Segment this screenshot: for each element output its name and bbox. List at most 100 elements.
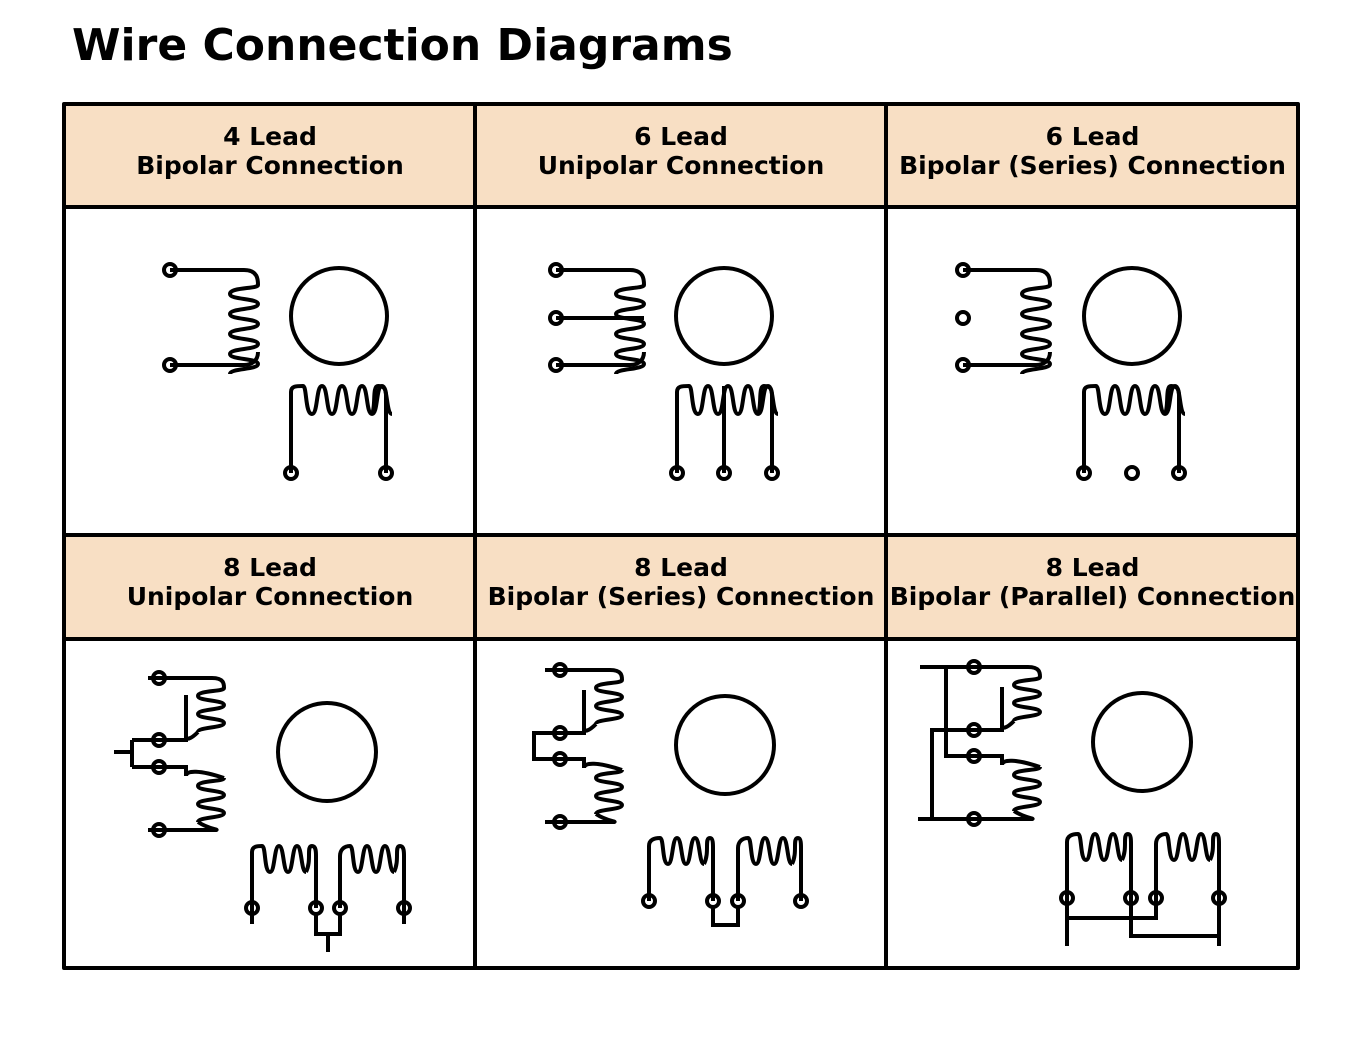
terminal-dot: [1076, 465, 1092, 481]
vertical-coil: [1011, 765, 1043, 813]
horizontal-coil: [1094, 383, 1187, 417]
horizontal-coil: [746, 835, 794, 867]
winding-wire: [560, 690, 598, 735]
terminal-dot: [1171, 465, 1187, 481]
panel-connection-type: Bipolar (Parallel) Connection: [889, 582, 1296, 611]
terminal-dot: [162, 262, 178, 278]
rotor-circle: [674, 694, 776, 796]
winding-wire: [184, 769, 225, 780]
terminal-dot: [396, 900, 412, 916]
vertical-coil: [1019, 283, 1053, 376]
rotor-circle: [289, 266, 389, 366]
terminal-dot: [955, 262, 971, 278]
diagram-8-lead-bipolar-series: [532, 662, 809, 927]
terminal-dot: [716, 465, 732, 481]
rotor-circle: [1091, 691, 1193, 793]
terminal-dot: [1059, 890, 1075, 906]
vertical-coil: [227, 283, 261, 376]
panel-header-4-lead-bipolar: 4 Lead Bipolar Connection: [66, 106, 474, 206]
series-link-wire: [711, 907, 740, 927]
panel-header-8-lead-bipolar-series: 8 Lead Bipolar (Series) Connection: [477, 537, 885, 638]
vertical-coil: [593, 678, 625, 726]
winding-wire: [545, 668, 624, 681]
vertical-coil: [593, 768, 625, 816]
terminal-dot: [641, 893, 657, 909]
winding-wire: [545, 812, 617, 824]
winding-wire: [1208, 831, 1221, 898]
winding-wire: [675, 384, 690, 473]
terminal-dot: [730, 893, 746, 909]
terminal-dot: [1211, 890, 1227, 906]
horizontal-coil: [301, 383, 394, 417]
common-wire: [314, 914, 342, 952]
horizontal-coil: [687, 383, 780, 417]
winding-wire: [159, 732, 188, 742]
terminal-dot: [955, 310, 971, 326]
terminal-dot: [332, 900, 348, 916]
terminal-dot: [955, 357, 971, 373]
terminal-dot: [151, 822, 167, 838]
diagram-6-lead-unipolar: [548, 262, 780, 481]
diagram-4-lead-bipolar: [162, 262, 394, 481]
winding-wire: [1120, 831, 1133, 898]
horizontal-coil: [658, 835, 706, 867]
winding-wire: [963, 268, 1052, 286]
panel-header-6-lead-unipolar: 6 Lead Unipolar Connection: [477, 106, 885, 206]
terminal-dot: [552, 725, 568, 741]
terminal-dot: [705, 893, 721, 909]
panel-lead-count: 6 Lead: [634, 122, 728, 151]
winding-wire: [702, 835, 715, 901]
winding-wire: [790, 835, 803, 901]
terminal-dot: [966, 748, 982, 764]
panel-header-8-lead-bipolar-parallel: 8 Lead Bipolar (Parallel) Connection: [888, 537, 1297, 638]
terminal-dot: [244, 900, 260, 916]
winding-wire: [560, 757, 623, 772]
terminal-dot: [151, 759, 167, 775]
panel-lead-count: 8 Lead: [223, 553, 317, 582]
winding-wire: [250, 844, 263, 924]
winding-wire: [963, 351, 1052, 367]
winding-wire: [1154, 832, 1167, 898]
terminal-dot: [1148, 890, 1164, 906]
panel-header-6-lead-bipolar-series: 6 Lead Bipolar (Series) Connection: [888, 106, 1297, 206]
panel-connection-type: Bipolar (Series) Connection: [899, 151, 1286, 180]
panel-connection-type: Unipolar Connection: [126, 582, 414, 611]
common-wire: [114, 738, 159, 769]
winding-wire: [170, 268, 260, 286]
winding-wire: [974, 665, 1042, 678]
winding-wire: [289, 384, 304, 473]
terminal-dot: [669, 465, 685, 481]
horizontal-coil: [260, 843, 308, 875]
panel-lead-count: 8 Lead: [634, 553, 728, 582]
parallel-bus-wire: [918, 665, 974, 821]
vertical-coil: [195, 776, 227, 824]
rotor-circle: [276, 701, 378, 803]
rotor-circle: [1082, 266, 1182, 366]
terminal-dot: [283, 465, 299, 481]
terminal-dot: [548, 262, 564, 278]
panel-lead-count: 8 Lead: [1045, 553, 1140, 582]
winding-wire: [556, 351, 646, 367]
winding-wire: [647, 836, 661, 901]
rotor-circle: [674, 266, 774, 366]
terminal-dot: [548, 310, 564, 326]
winding-wire: [1082, 384, 1097, 473]
winding-wire: [148, 820, 219, 832]
page-title: Wire Connection Diagrams: [72, 20, 733, 71]
winding-wire: [170, 351, 260, 367]
vertical-coil: [195, 686, 227, 734]
winding-wire: [304, 843, 318, 908]
terminal-dot: [764, 465, 780, 481]
terminal-dot: [151, 670, 167, 686]
terminal-dot: [1124, 465, 1140, 481]
panel-lead-count: 6 Lead: [1045, 122, 1140, 151]
terminal-dot: [966, 811, 982, 827]
terminal-dot: [378, 465, 394, 481]
terminal-dot: [552, 662, 568, 678]
panel-connection-type: Bipolar (Series) Connection: [487, 582, 875, 611]
winding-wire: [974, 687, 1016, 732]
winding-wire: [1065, 832, 1079, 898]
terminal-dot: [308, 900, 324, 916]
winding-wire: [736, 836, 749, 901]
